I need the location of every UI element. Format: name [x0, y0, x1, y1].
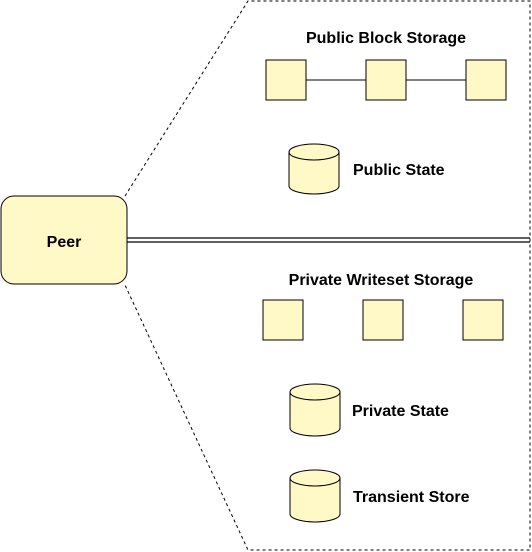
- private-writeset-block[interactable]: [362, 299, 404, 341]
- public-state-database-icon: [288, 143, 340, 195]
- private-writeset-storage-title: Private Writeset Storage: [289, 272, 474, 289]
- peer-node[interactable]: Peer: [0, 195, 128, 285]
- public-block[interactable]: [265, 59, 307, 101]
- public-block[interactable]: [365, 59, 407, 101]
- public-block[interactable]: [465, 59, 507, 101]
- public-block-storage-title: Public Block Storage: [306, 30, 466, 47]
- private-writeset-block[interactable]: [462, 299, 504, 341]
- public-state-label: Public State: [353, 162, 445, 179]
- private-state-label: Private State: [352, 403, 449, 420]
- transient-store-database-icon: [289, 469, 341, 523]
- private-state-database-icon: [289, 383, 341, 437]
- storage-panel-outline: [124, 0, 531, 551]
- private-writeset-block[interactable]: [262, 299, 304, 341]
- transient-store-label: Transient Store: [353, 489, 470, 506]
- peer-label: Peer: [47, 234, 82, 251]
